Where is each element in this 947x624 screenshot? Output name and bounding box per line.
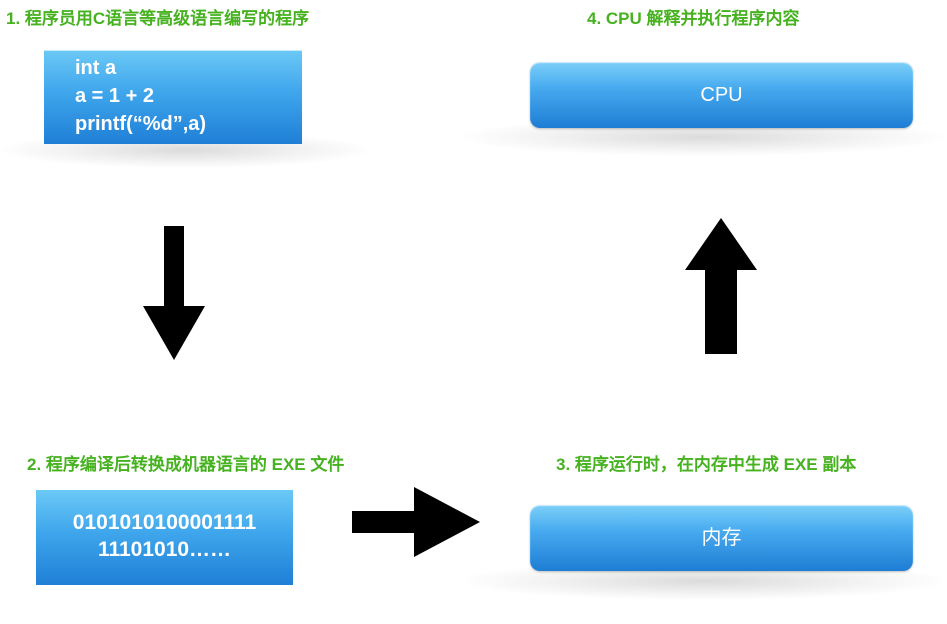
arrow-up-icon [685,218,757,354]
step-1-title: 1. 程序员用C语言等高级语言编写的程序 [6,9,310,28]
binary-line: 11101010…… [97,538,232,561]
cpu-label: CPU [700,84,743,106]
arrow-down-icon [143,226,205,360]
memory-label: 内存 [701,527,742,549]
step-3-title: 3. 程序运行时，在内存中生成 EXE 副本 [556,455,857,474]
step-4-title: 4. CPU 解释并执行程序内容 [587,9,800,28]
binary-exe-box: 0101010100001111 11101010…… [36,490,293,585]
arrow-right-icon [352,487,480,557]
cpu-box: CPU [530,62,913,128]
memory-box: 内存 [530,505,913,571]
step-2-title: 2. 程序编译后转换成机器语言的 EXE 文件 [27,455,345,474]
code-line: int a [75,57,117,79]
binary-line: 0101010100001111 [72,511,257,534]
source-code-box: int a a = 1 + 2 printf(“%d”,a) [44,50,302,144]
code-line: printf(“%d”,a) [75,113,207,135]
code-line: a = 1 + 2 [75,85,154,107]
